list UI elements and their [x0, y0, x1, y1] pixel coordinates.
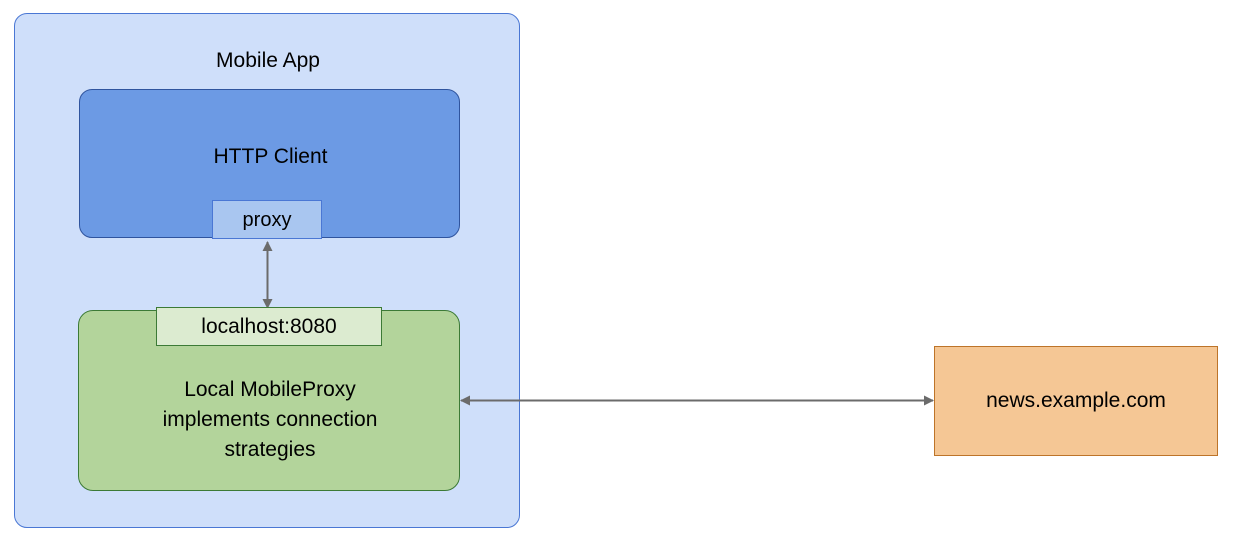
- proxy-port-label: proxy: [242, 208, 292, 231]
- connector-proxy-to-local-proxy: [262, 241, 273, 309]
- local-proxy-line-2: implements connection: [162, 408, 378, 431]
- connector-local-proxy-to-remote-server: [460, 395, 934, 406]
- local-mobile-proxy-description: Local MobileProxy implements connection …: [79, 375, 461, 465]
- localhost-port-label: localhost:8080: [201, 315, 337, 338]
- remote-server-node[interactable]: news.example.com: [934, 346, 1218, 456]
- local-proxy-line-1: Local MobileProxy: [184, 378, 356, 401]
- localhost-port-badge[interactable]: localhost:8080: [156, 307, 382, 346]
- proxy-port-badge[interactable]: proxy: [212, 200, 322, 239]
- mobile-app-title: Mobile App: [216, 49, 320, 72]
- remote-server-label: news.example.com: [986, 389, 1166, 412]
- local-proxy-line-3: strategies: [224, 438, 316, 461]
- http-client-label: HTTP Client: [213, 145, 328, 168]
